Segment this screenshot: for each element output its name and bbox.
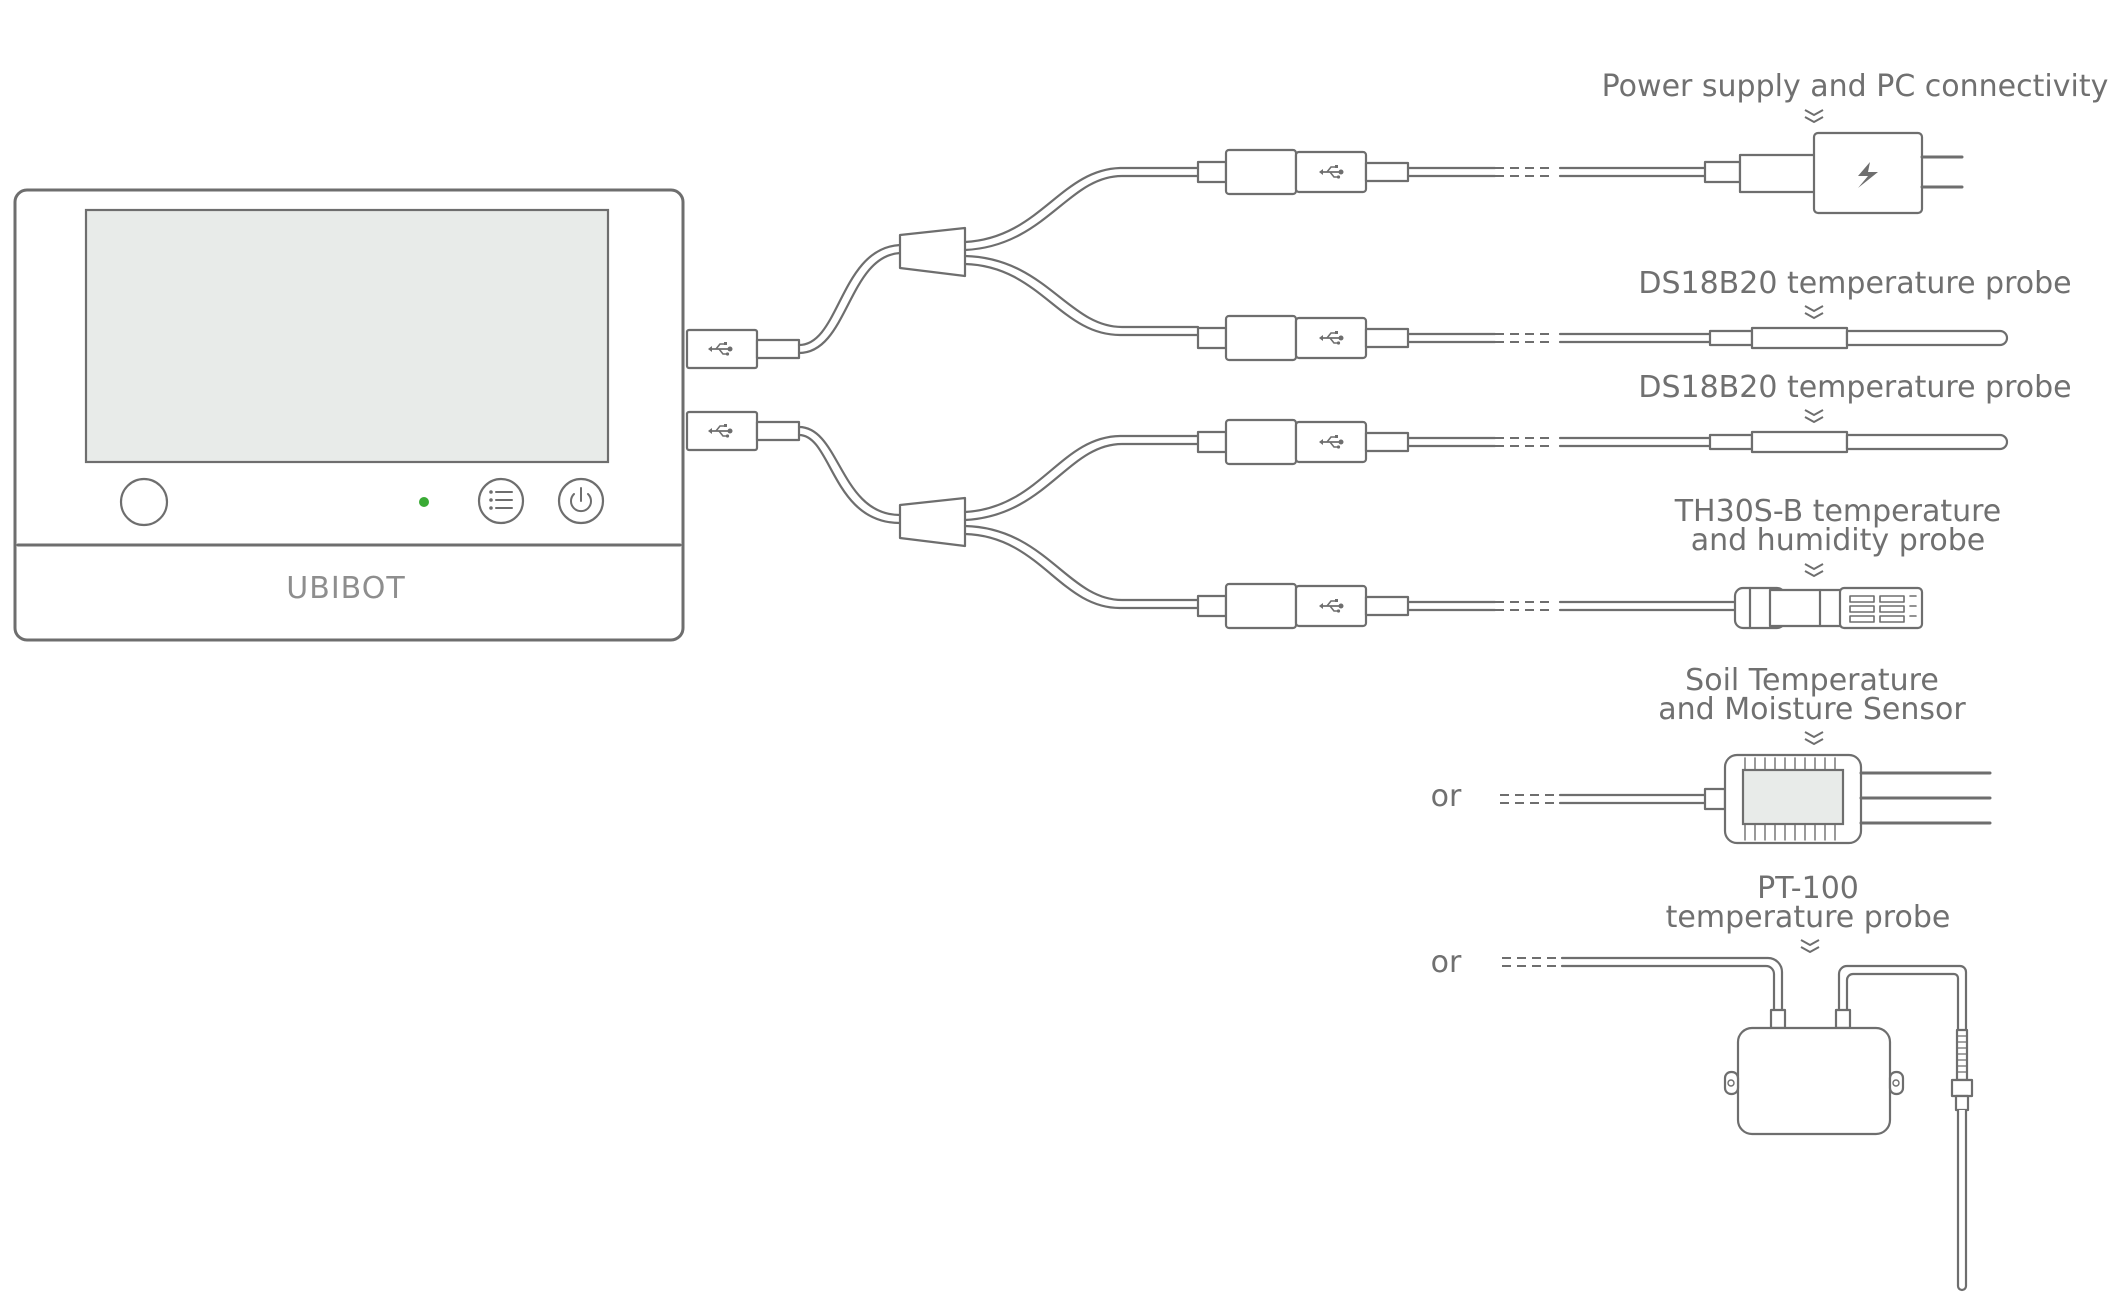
splitter-1 — [797, 166, 1200, 355]
power-label: Power supply and PC connectivity — [1602, 69, 2109, 104]
soil-sensor-row: or Soil Temperature and Moisture Sensor — [1431, 663, 1992, 845]
chevron-down-icon — [1804, 109, 1824, 123]
soil-label-line1: Soil Temperature — [1685, 663, 1939, 698]
chevron-down-icon — [1804, 563, 1824, 577]
ds18b20-probe-a-row: DS18B20 temperature probe — [1198, 266, 2072, 360]
power-icon — [570, 487, 592, 513]
menu-icon — [489, 490, 513, 510]
ds18b20-b-label: DS18B20 temperature probe — [1638, 370, 2071, 405]
chevron-down-icon — [1804, 731, 1824, 745]
ds18b20-a-label: DS18B20 temperature probe — [1638, 266, 2071, 301]
chevron-down-icon — [1804, 305, 1824, 319]
or-label-1: or — [1431, 779, 1462, 814]
usb-icon — [1198, 150, 1408, 194]
device-brand-label: UBIBOT — [286, 571, 405, 606]
lightning-icon — [1858, 162, 1878, 188]
power-button[interactable] — [557, 477, 605, 525]
menu-button[interactable] — [477, 477, 525, 525]
chevron-down-icon — [1800, 939, 1820, 953]
pt100-label-line1: PT-100 — [1757, 871, 1859, 906]
ds18b20-probe-b-row: DS18B20 temperature probe — [1198, 370, 2072, 464]
or-label-2: or — [1431, 945, 1462, 980]
ubibot-device: UBIBOT — [13, 188, 685, 642]
power-supply-row: Power supply and PC connectivity — [1198, 69, 2109, 215]
usb-port-2[interactable] — [685, 410, 801, 452]
th30s-b-probe-row: TH30S-B temperature and humidity probe — [1198, 494, 2002, 630]
device-screen — [84, 208, 610, 464]
usb-port-1[interactable] — [685, 328, 801, 370]
th30s-label-line1: TH30S-B temperature — [1674, 494, 2002, 529]
camera-sensor-button[interactable] — [119, 477, 169, 527]
pt100-transmitter-box — [1736, 1026, 1892, 1136]
splitter-2 — [797, 425, 1200, 610]
chevron-down-icon — [1804, 409, 1824, 423]
pt100-probe-row: or PT-100 temperature probe — [1431, 871, 1974, 1292]
th30s-label-line2: and humidity probe — [1691, 523, 1986, 558]
status-led — [419, 497, 429, 507]
soil-label-line2: and Moisture Sensor — [1658, 692, 1966, 727]
pt100-label-line2: temperature probe — [1666, 900, 1951, 935]
